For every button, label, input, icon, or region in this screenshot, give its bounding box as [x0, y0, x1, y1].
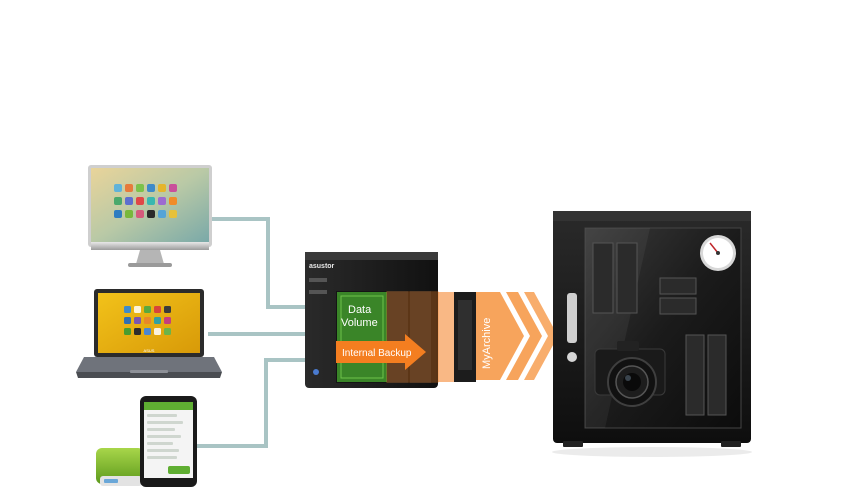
- cabinet-handle: [567, 293, 577, 343]
- data-volume-label-line2: Volume: [341, 317, 378, 329]
- cabinet-lock: [567, 352, 577, 362]
- myarchive-arrow: MyArchive: [476, 292, 558, 380]
- hygrometer-gauge: [700, 235, 736, 271]
- archive-slot: [438, 292, 454, 382]
- desktop-monitor-icon: [88, 165, 212, 267]
- laptop-icon: ASUS: [76, 289, 222, 378]
- desktop-app-icons: [114, 184, 177, 218]
- phone-list-rows: [147, 414, 183, 459]
- myarchive-label: MyArchive: [481, 318, 493, 369]
- camera-icon: [594, 341, 666, 407]
- data-volume-block: Data Volume: [337, 292, 387, 382]
- laptop-app-icons: [124, 306, 171, 335]
- internal-backup-label: Internal Backup: [342, 348, 412, 359]
- connector-phone: [197, 358, 328, 448]
- backup-volume-block: [386, 291, 439, 383]
- dry-cabinet-icon: [552, 211, 752, 457]
- stored-drives: [592, 242, 727, 416]
- nas-status-led: [313, 369, 319, 375]
- smartphone-icon: [140, 396, 197, 487]
- nas-brand: asustor: [309, 263, 335, 270]
- external-drive-icon: [96, 448, 144, 486]
- connector-desktop: [212, 217, 328, 309]
- internal-backup-arrow: Internal Backup: [336, 334, 426, 370]
- data-volume-label-line1: Data: [348, 304, 372, 316]
- laptop-brand: ASUS: [144, 348, 155, 353]
